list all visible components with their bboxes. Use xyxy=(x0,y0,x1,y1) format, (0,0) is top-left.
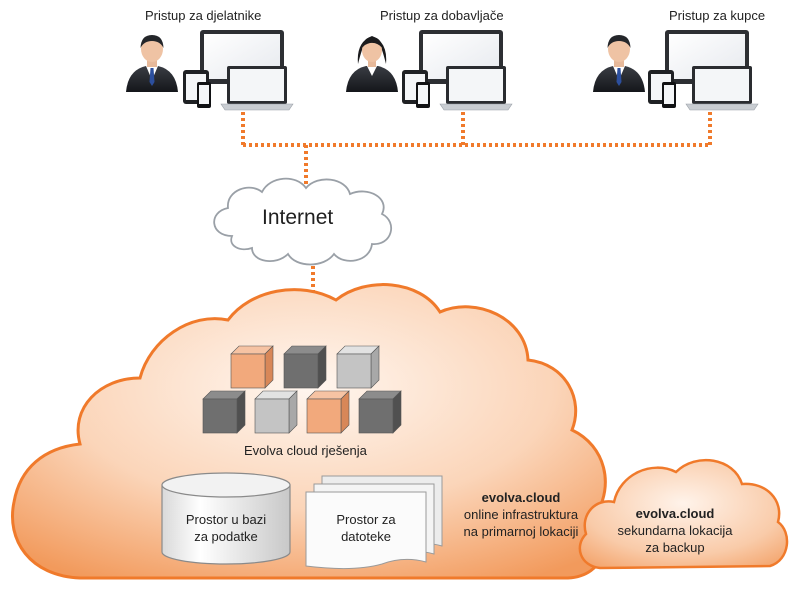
secondary-cloud xyxy=(578,458,789,570)
solutions-label: Evolva cloud rješenja xyxy=(244,443,367,458)
access-point-suppliers xyxy=(346,29,513,111)
cube-orange xyxy=(230,345,274,389)
internet-cloud xyxy=(213,177,393,266)
secondary-desc-line1: sekundarna lokacija xyxy=(617,523,733,538)
files-label-line1: Prostor za xyxy=(336,512,396,527)
access-point-customers xyxy=(593,29,759,111)
devices-icon xyxy=(647,29,759,111)
primary-desc-line1: online infrastruktura xyxy=(463,507,579,522)
label-customers-access: Pristup za kupce xyxy=(669,8,766,23)
devices-icon xyxy=(401,29,513,111)
cube-light xyxy=(336,345,380,389)
access-point-employees xyxy=(126,29,294,111)
businessman-icon xyxy=(593,35,645,92)
secondary-brand: evolva.cloud xyxy=(635,506,715,521)
database-icon xyxy=(161,472,291,565)
primary-desc-line2: na primarnoj lokaciji xyxy=(463,524,579,539)
cube-dark xyxy=(358,390,402,434)
files-icon xyxy=(305,475,443,570)
primary-location-text: evolva.cloud online infrastruktura na pr… xyxy=(446,489,596,540)
cube-dark xyxy=(202,390,246,434)
files-label-line2: datoteke xyxy=(341,529,391,544)
database-label-line1: Prostor u bazi xyxy=(185,512,267,527)
secondary-desc-line2: za backup xyxy=(645,540,705,555)
database-label-line2: za podatke xyxy=(194,529,258,544)
cloud-solutions-cubes xyxy=(202,345,402,434)
businessman-icon xyxy=(126,35,178,92)
label-suppliers-access: Pristup za dobavljače xyxy=(380,8,504,23)
businesswoman-icon xyxy=(346,36,398,92)
cube-orange xyxy=(306,390,350,434)
database-label: Prostor u bazi za podatke xyxy=(162,511,290,545)
cube-dark xyxy=(283,345,327,389)
primary-brand: evolva.cloud xyxy=(481,490,561,505)
files-label: Prostor za datoteke xyxy=(306,511,426,545)
cube-light xyxy=(254,390,298,434)
secondary-location-text: evolva.cloud sekundarna lokacija za back… xyxy=(600,505,750,556)
devices-icon xyxy=(182,29,294,111)
internet-label: Internet xyxy=(262,206,334,229)
label-employees-access: Pristup za djelatnike xyxy=(145,8,262,23)
